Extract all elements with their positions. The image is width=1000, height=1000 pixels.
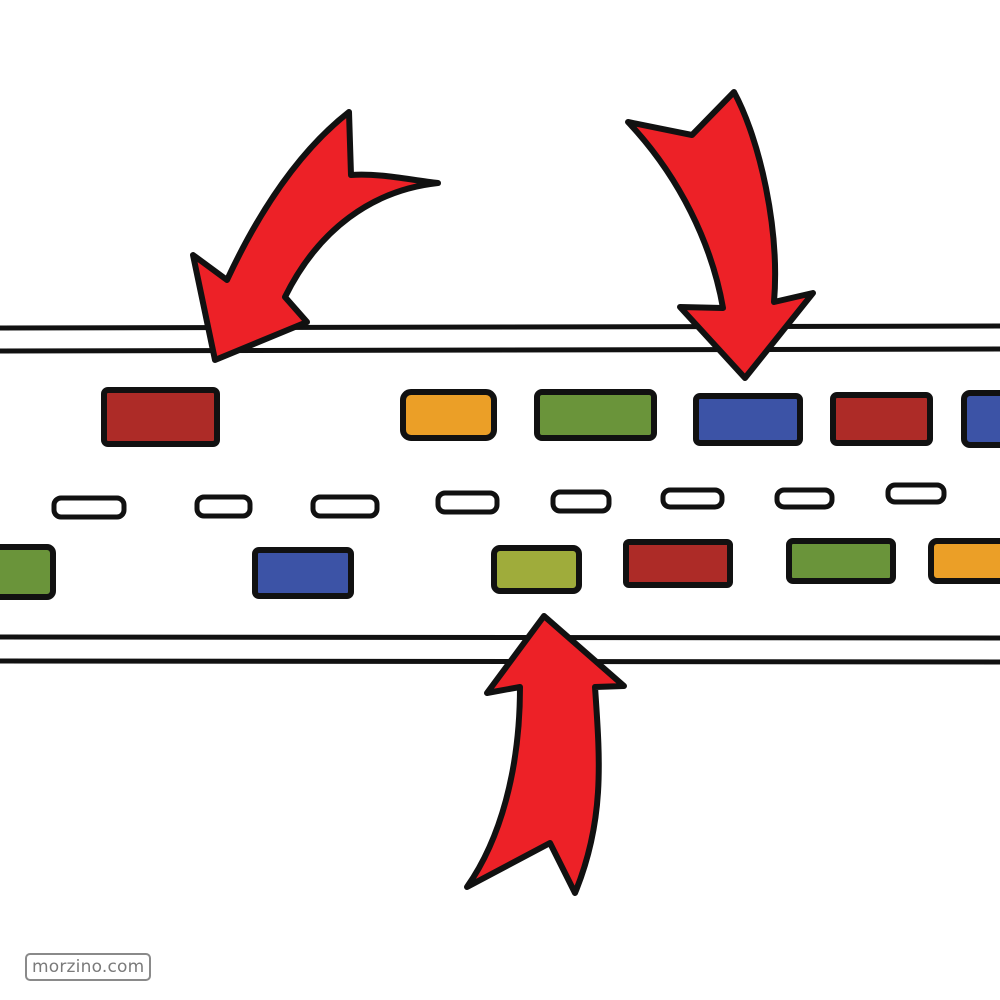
road-edge-top-outer	[0, 323, 1000, 331]
lower-lane-cars	[0, 538, 1000, 600]
car-lower	[928, 538, 1000, 584]
car-lower	[252, 547, 354, 599]
lane-dash	[194, 494, 253, 519]
car-lower	[786, 538, 896, 584]
car-lower	[491, 545, 582, 594]
lane-dash	[51, 495, 127, 520]
car-upper	[830, 392, 933, 446]
center-lane-dashes	[51, 482, 947, 520]
lane-dash	[660, 487, 725, 510]
car-lower	[623, 539, 733, 588]
arrows	[190, 89, 816, 896]
arrow-top-left-icon	[190, 109, 441, 363]
car-upper	[961, 390, 1000, 448]
car-upper	[400, 389, 497, 441]
car-upper	[534, 389, 657, 441]
road-edges	[0, 323, 1000, 665]
arrow-top-right-icon	[625, 89, 816, 381]
lane-dash	[550, 489, 612, 514]
watermark-badge: morzino.com	[25, 953, 152, 981]
lane-dash	[774, 487, 835, 510]
car-lower	[0, 544, 56, 600]
road-edge-bottom-outer	[0, 658, 1000, 665]
car-upper	[693, 393, 803, 446]
car-upper	[101, 387, 220, 447]
lane-dash	[435, 490, 500, 515]
road-edge-top-inner	[0, 346, 1000, 354]
upper-lane-cars	[101, 387, 1000, 448]
lane-dash	[885, 482, 947, 505]
watermark-text: morzino.com	[32, 957, 145, 977]
lane-dash	[310, 494, 380, 519]
arrow-bottom-icon	[464, 613, 627, 896]
road-edge-bottom-inner	[0, 634, 1000, 641]
